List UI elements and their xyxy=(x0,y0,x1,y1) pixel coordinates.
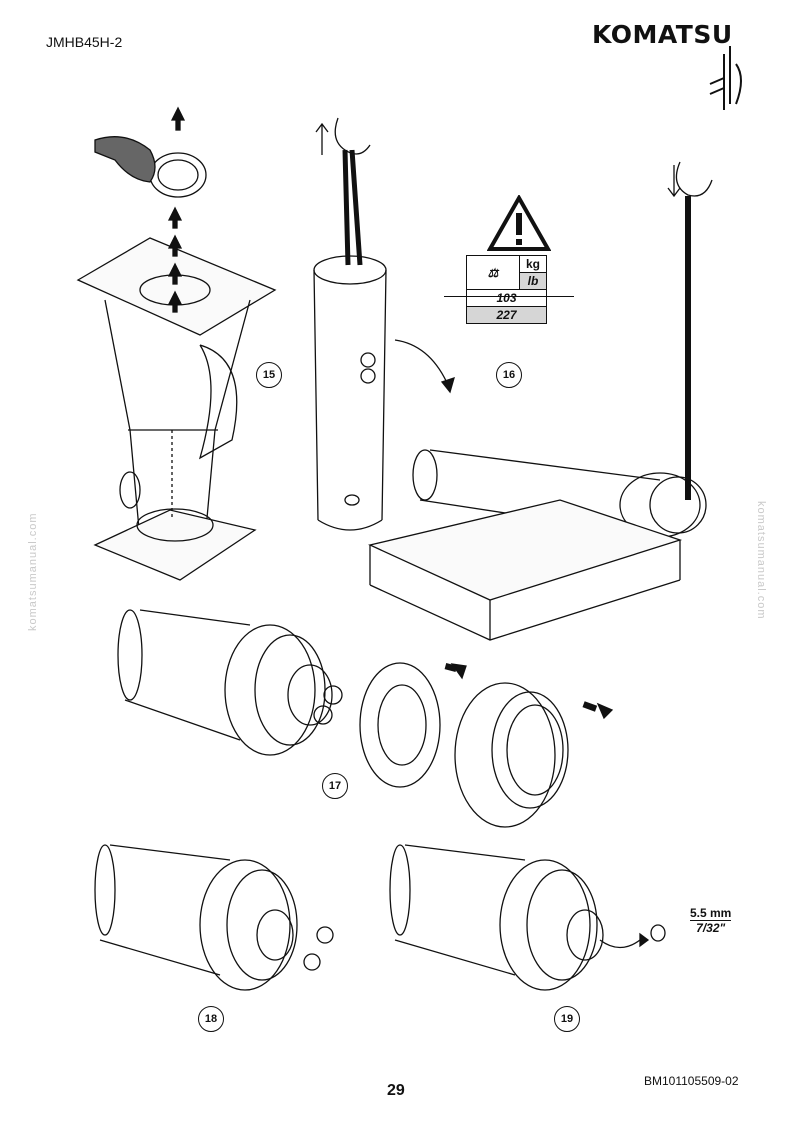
page-number: 29 xyxy=(387,1082,405,1099)
unit-lb: lb xyxy=(518,272,548,290)
tool-size-imperial: 7/32" xyxy=(690,920,732,935)
tool-size-metric: 5.5 mm xyxy=(690,906,732,920)
reference-code: BM101105509-02 xyxy=(644,1074,739,1088)
turn-arrow xyxy=(394,339,449,386)
step-16-badge: 16 xyxy=(496,362,522,388)
weight-kg-value: 103 xyxy=(465,289,548,307)
step-18-badge: 18 xyxy=(198,1006,224,1032)
unit-kg: kg xyxy=(518,255,548,273)
tool-size-label: 5.5 mm 7/32" xyxy=(690,906,732,935)
remove-arrows xyxy=(444,662,614,720)
warning-icon xyxy=(487,195,551,251)
cylinder-on-pallet-drawing xyxy=(368,161,713,641)
table-rule xyxy=(444,296,574,297)
step-15-badge: 15 xyxy=(256,362,282,388)
cylinder-head-19-drawing xyxy=(389,844,666,991)
cylinder-head-18-drawing xyxy=(94,844,334,991)
brand-mark-icon xyxy=(709,46,742,110)
komatsu-logo: KOMATSU xyxy=(592,20,733,49)
weight-icon: ⚖ xyxy=(466,255,520,290)
step-19-badge: 19 xyxy=(554,1006,580,1032)
step-17-badge: 17 xyxy=(322,773,348,799)
hand-with-ring-drawing xyxy=(94,136,207,198)
housing-bracket-drawing xyxy=(76,237,277,581)
document-code: JMHB45H-2 xyxy=(46,34,123,50)
weight-table: ⚖ kg lb 103 227 xyxy=(465,255,548,324)
lift-arrows xyxy=(167,106,186,313)
cylinder-head-17-drawing xyxy=(117,609,569,828)
weight-lb-value: 227 xyxy=(465,306,548,324)
hoisted-cylinder-drawing xyxy=(313,117,387,531)
